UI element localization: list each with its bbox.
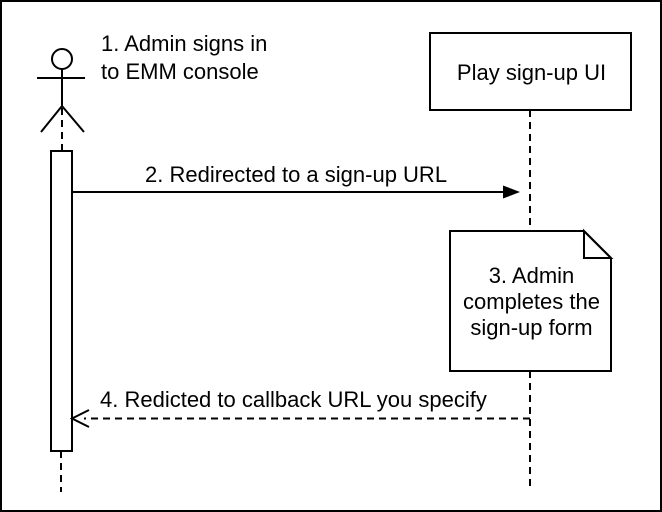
step3-note-text: 3. Admin completes the sign-up form <box>463 263 600 341</box>
message-4-open-arrowhead-icon <box>69 409 90 428</box>
step3-line2: completes the <box>463 289 600 314</box>
step1-label-line2: to EMM console <box>101 59 259 84</box>
actor-head <box>51 48 73 70</box>
note-fold-corner <box>583 228 614 259</box>
note-shape <box>449 228 614 372</box>
message-2-arrow <box>72 185 520 199</box>
play-signup-ui-label: Play sign-up UI <box>456 60 607 85</box>
message-2-arrowhead-icon <box>503 185 520 199</box>
step2-message-label: 2. Redirected to a sign-up URL <box>145 162 448 187</box>
play-signup-ui-box <box>429 32 632 111</box>
actor-icon <box>37 48 85 133</box>
step3-note-label: 3. Admin completes the sign-up form <box>451 232 612 372</box>
message-4-arrow <box>69 409 530 428</box>
step1-label-line1: 1. Admin signs in <box>101 31 268 56</box>
note-body <box>449 230 612 372</box>
step3-line1: 3. Admin <box>488 263 575 288</box>
actor-activation-bar <box>50 150 73 452</box>
step4-message-label: 4. Redicted to callback URL you specify <box>100 387 487 412</box>
actor-leg-right <box>61 105 85 133</box>
step1-label: 1. Admin signs in to EMM console <box>101 30 267 86</box>
step3-line3: sign-up form <box>470 315 593 340</box>
actor-leg-left <box>40 105 63 133</box>
